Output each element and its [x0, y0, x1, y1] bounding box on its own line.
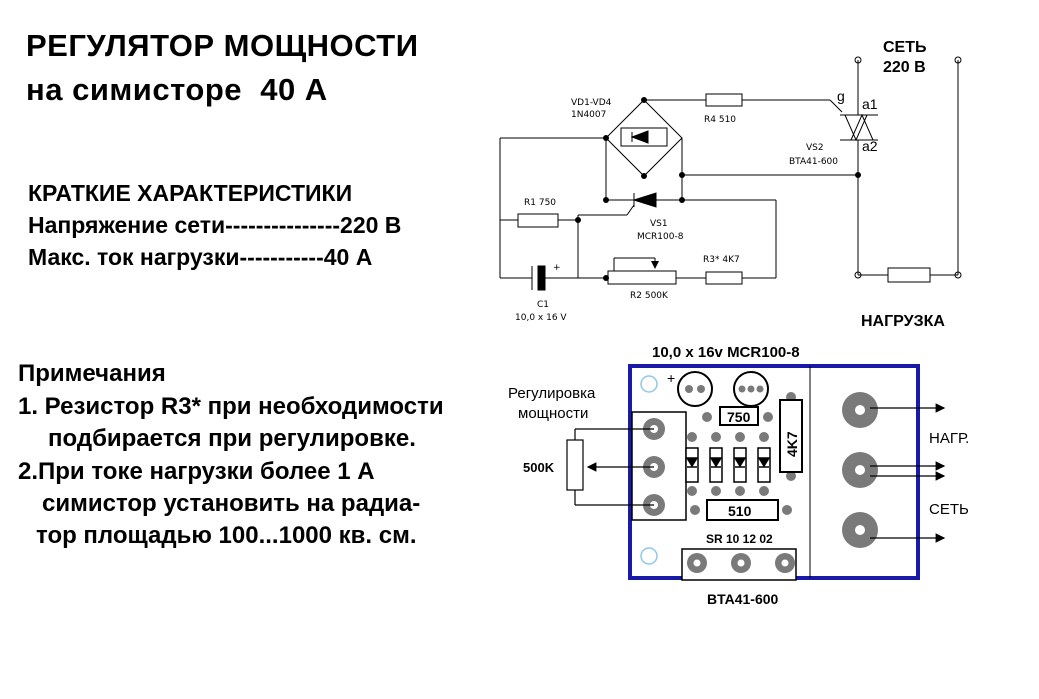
terminal-pins — [854, 56, 962, 279]
pot-caption-1: Регулировка — [508, 385, 596, 402]
pcb-board: + 750 4K7 — [628, 364, 920, 581]
r4-label: R4 510 — [704, 115, 736, 125]
note-2-line-3: тор площадью 100...1000 кв. см. — [36, 522, 417, 549]
terminal-arrows — [870, 403, 946, 543]
board-triac-pads — [687, 553, 795, 573]
specs-heading: КРАТКИЕ ХАРАКТЕРИСТИКИ — [28, 180, 353, 206]
board-diode-part: SR 10 12 02 — [706, 532, 773, 546]
page-title-line-2: на симисторе 40 А — [26, 72, 328, 107]
r3-resistor — [705, 271, 743, 285]
r1-resistor — [517, 213, 559, 228]
board-triac-label: BTA41-600 — [707, 591, 779, 607]
board-r4 — [706, 499, 779, 521]
r4-resistor — [705, 93, 743, 107]
bridge-label: VD1-VD4 — [571, 98, 612, 108]
load-terminal-label: НАГР. — [929, 430, 969, 447]
scr-part: MCR100-8 — [637, 232, 684, 242]
triac-ref: VS2 — [806, 143, 824, 153]
mount-hole — [640, 375, 658, 393]
scr-vs1 — [606, 192, 682, 216]
note-1-line-2: подбирается при регулировке. — [48, 425, 416, 452]
bridge-part: 1N4007 — [571, 110, 606, 120]
board-diodes — [685, 447, 771, 483]
spec-current: Макс. ток нагрузки-----------40 А — [28, 244, 373, 270]
board-top-label: 10,0 x 16v MCR100-8 — [652, 344, 800, 361]
external-potentiometer — [566, 428, 654, 506]
page-title-line-1: РЕГУЛЯТОР МОЩНОСТИ — [26, 28, 419, 63]
load-label: НАГРУЗКА — [861, 313, 945, 330]
board-r1 — [719, 406, 759, 426]
load-resistor — [887, 267, 931, 283]
r2-label: R2 500K — [630, 291, 669, 301]
pot-value: 500K — [523, 460, 555, 475]
note-2-line-1: 2.При токе нагрузки более 1 А — [18, 458, 375, 485]
board-r3-value: 4K7 — [784, 431, 800, 457]
capacitor-plus: + — [667, 370, 675, 386]
r1-label: R1 750 — [524, 198, 556, 208]
pcb-pads — [687, 392, 796, 515]
triac-a2-label: a2 — [862, 138, 878, 154]
c1-label: C1 — [537, 300, 549, 310]
c1-plus: + — [553, 263, 561, 273]
triac-vs2 — [840, 60, 878, 175]
pot-caption-2: мощности — [518, 405, 588, 422]
note-1-line-1: 1. Резистор R3* при необходимости — [18, 393, 444, 420]
schematic — [499, 60, 959, 291]
spec-voltage: Напряжение сети---------------220 В — [28, 212, 402, 238]
bridge-diode-box — [620, 127, 668, 147]
power-terminals — [842, 392, 878, 548]
mount-hole — [640, 547, 658, 565]
board-r1-value: 750 — [727, 409, 751, 425]
mains-terminal-label: СЕТЬ — [929, 501, 969, 518]
notes-heading: Примечания — [18, 360, 166, 387]
mains-label-1: СЕТЬ — [883, 39, 927, 56]
triac-part: BTA41-600 — [789, 157, 838, 167]
board-r3 — [779, 399, 803, 473]
c1-value: 10,0 x 16 V — [515, 313, 567, 323]
capacitor-c1 — [677, 371, 713, 407]
r3-label: R3* 4K7 — [703, 255, 740, 265]
note-2-line-2: симистор установить на радиа- — [42, 490, 421, 517]
r2-potentiometer — [607, 270, 677, 285]
scr-ref: VS1 — [650, 219, 668, 229]
mains-label-2: 220 В — [883, 59, 926, 76]
schematic-nodes — [575, 97, 861, 281]
triac-gate-label: g — [837, 88, 845, 104]
board-r4-value: 510 — [728, 503, 752, 519]
triac-a1-label: a1 — [862, 96, 878, 112]
